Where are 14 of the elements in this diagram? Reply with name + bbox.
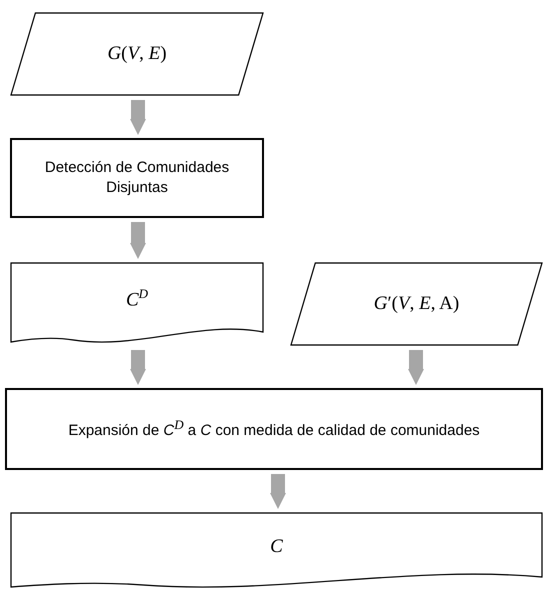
block-arrow: [408, 350, 424, 385]
math-label: C: [270, 534, 283, 559]
input-parallelogram: [290, 262, 543, 346]
block-arrow: [130, 222, 146, 259]
process-box: [5, 388, 543, 470]
block-arrow: [130, 350, 146, 385]
process-box: [10, 138, 264, 218]
block-arrow: [130, 100, 146, 135]
input-parallelogram: [10, 12, 264, 96]
node-label: Detección de Comunidades Disjuntas: [44, 158, 230, 198]
math-label: G′(V, E, A): [374, 292, 460, 316]
math-label: G(V, E): [107, 42, 167, 66]
math-label: C$^{D}$: [126, 285, 148, 312]
node-label: Expansión de C$^{D}$ a C con medida de calidad de comunidades: [68, 416, 480, 442]
